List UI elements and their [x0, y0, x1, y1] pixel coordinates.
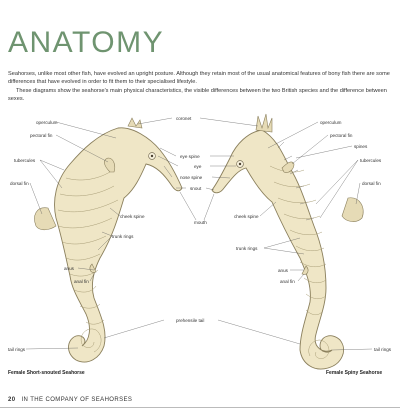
label-operculum-right: operculum — [320, 120, 342, 125]
intro-paragraph-1: Seahorses, unlike most other fish, have … — [8, 71, 390, 86]
label-tubercules-left: tubercules — [14, 158, 36, 163]
page-title: ANATOMY — [8, 26, 165, 59]
right-labels: operculum pectoral fin spines tubercules… — [234, 120, 392, 352]
seahorse-anatomy-diagram: operculum pectoral fin tubercules dorsal… — [8, 113, 392, 376]
label-tubercules-right: tubercules — [360, 158, 382, 163]
footer-rule — [0, 407, 400, 408]
label-snout: snout — [190, 186, 202, 191]
label-mouth: mouth — [194, 220, 207, 225]
label-dorsal-fin-left: dorsal fin — [10, 181, 29, 186]
label-leader-lines — [25, 117, 373, 351]
label-prehensile-tail: prehensile tail — [176, 318, 204, 323]
label-eye: eye — [194, 164, 202, 169]
label-eye-spine: eye spine — [180, 154, 200, 159]
label-cheek-spine-right: cheek spine — [234, 214, 259, 219]
left-labels: operculum pectoral fin tubercules dorsal… — [8, 120, 145, 352]
page-number: 20 — [8, 397, 16, 403]
caption-spiny: Female Spiny Seahorse — [326, 370, 382, 376]
label-cheek-spine-left: cheek spine — [120, 214, 145, 219]
short-snouted-seahorse-illustration — [34, 117, 183, 363]
label-dorsal-fin-right: dorsal fin — [362, 181, 381, 186]
intro-paragraph-2: These diagrams show the seahorse's main … — [8, 87, 387, 102]
label-anus-left: anus — [64, 266, 75, 271]
label-tail-rings-right: tail rings — [374, 347, 392, 352]
running-title: IN THE COMPANY OF SEAHORSES — [21, 397, 133, 403]
label-tail-rings-left: tail rings — [8, 347, 26, 352]
label-trunk-rings-left: trunk rings — [112, 234, 134, 239]
intro-text: Seahorses, unlike most other fish, have … — [8, 70, 392, 103]
center-labels: coronet eye spine eye nose spine snout m… — [176, 116, 207, 323]
label-coronet: coronet — [176, 116, 192, 121]
label-anal-fin-left: anal fin — [74, 279, 89, 284]
label-operculum-left: operculum — [36, 120, 58, 125]
label-spines-right: spines — [354, 144, 368, 149]
spiny-seahorse-illustration — [211, 113, 364, 370]
label-anus-right: anus — [278, 268, 289, 273]
label-nose-spine: nose spine — [180, 175, 203, 180]
caption-short-snouted: Female Short-snouted Seahorse — [8, 370, 85, 376]
label-trunk-rings-right: trunk rings — [236, 246, 258, 251]
label-anal-fin-right: anal fin — [280, 279, 295, 284]
label-pectoral-fin-left: pectoral fin — [30, 133, 53, 138]
page-footer: 20 IN THE COMPANY OF SEAHORSES — [8, 397, 132, 403]
label-pectoral-fin-right: pectoral fin — [330, 133, 353, 138]
